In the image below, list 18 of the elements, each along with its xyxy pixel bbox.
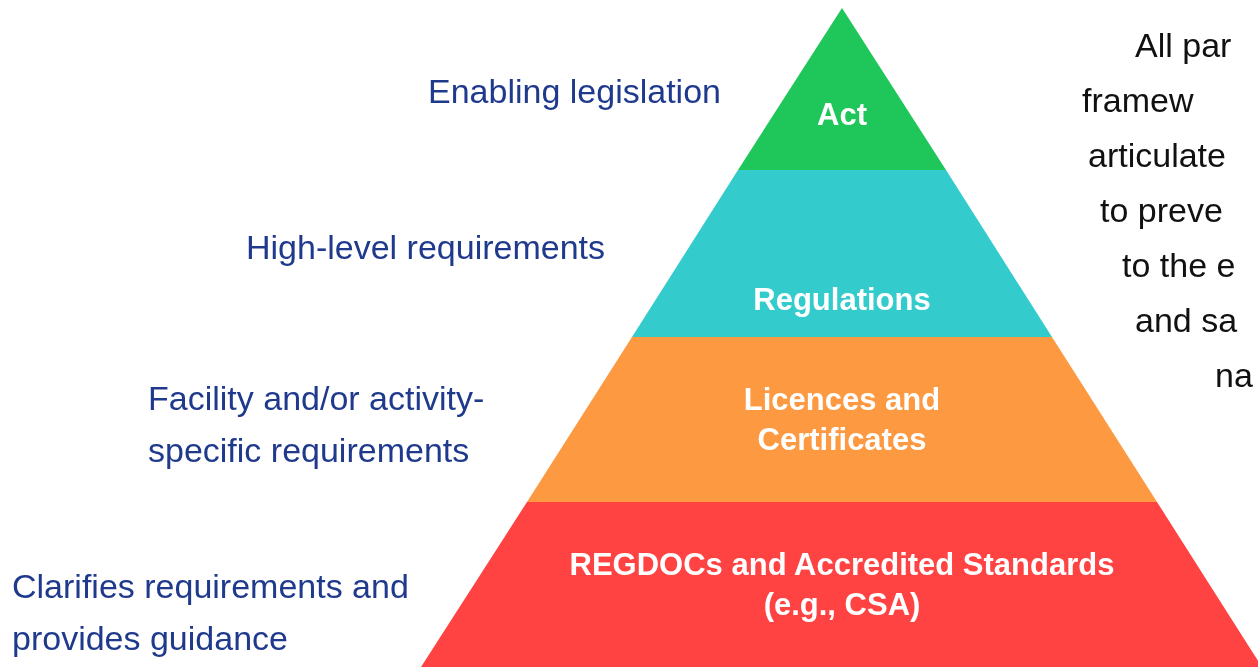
- tier-description: High-level requirements: [246, 227, 607, 268]
- tier-label: Regulations: [752, 281, 932, 319]
- pyramid-tier: [527, 337, 1157, 502]
- note-text: na: [1215, 355, 1253, 395]
- note-text: to preve: [1100, 190, 1223, 230]
- note-text: framew: [1082, 80, 1194, 120]
- note-text: All par: [1135, 25, 1232, 65]
- tier-description: Enabling legislation: [428, 71, 722, 112]
- tier-description: Clarifies requirements and provides guidance: [12, 566, 410, 659]
- note-text: to the e: [1122, 245, 1236, 285]
- tier-label: REGDOCs and Accredited Standards (e.g., CSA): [568, 546, 1116, 624]
- pyramid-tier: [421, 502, 1258, 667]
- tier-label: Licences and Certificates: [742, 381, 942, 459]
- pyramid-tier: [632, 170, 1052, 337]
- tier-label: Act: [816, 96, 868, 134]
- note-text: and sa: [1135, 300, 1238, 340]
- tier-description: Facility and/or activity-specific requirements: [148, 378, 486, 471]
- note-text: articulate: [1088, 135, 1226, 175]
